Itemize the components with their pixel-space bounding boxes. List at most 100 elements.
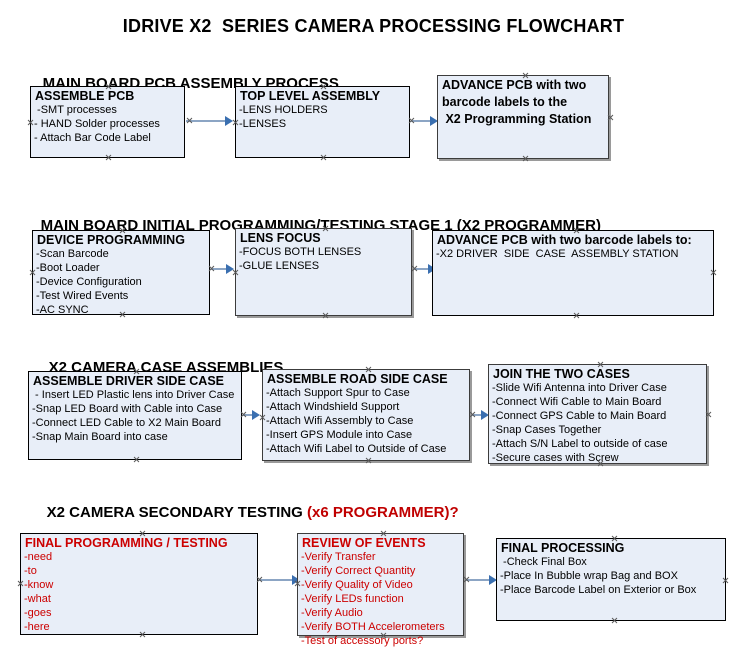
- arrow-icon: [225, 116, 233, 126]
- connector-lens-focus-to-advance-pcb: [414, 268, 432, 270]
- box-lens-focus[interactable]: LENS FOCUS -FOCUS BOTH LENSES -GLUE LENS…: [235, 228, 412, 316]
- box-title: TOP LEVEL ASSEMBLY: [240, 89, 381, 103]
- box-line: -know: [24, 579, 54, 591]
- connection-handle-right[interactable]: [705, 411, 712, 418]
- arrow-icon: [489, 575, 497, 585]
- connection-handle-bottom[interactable]: [320, 154, 327, 161]
- box-line: -SMT processes: [34, 104, 117, 116]
- box-advance-pcb-to-driver-side-case-assembly[interactable]: ADVANCE PCB with two barcode labels to: …: [432, 230, 714, 316]
- connection-handle-bottom[interactable]: [611, 617, 618, 624]
- box-title: FINAL PROCESSING: [501, 541, 625, 555]
- box-title: ASSEMBLE PCB: [35, 89, 135, 103]
- connector-review-of-events-to-final-processing: [466, 579, 494, 581]
- box-final-processing[interactable]: FINAL PROCESSING -Check Final Box -Place…: [496, 538, 726, 621]
- section-title-text: MAIN BOARD INITIAL PROGRAMMING/TESTING S…: [40, 217, 601, 234]
- connector-device-programming-to-lens-focus: [211, 268, 229, 270]
- box-line: -GLUE LENSES: [239, 260, 320, 272]
- box-line: -Snap Cases Together: [492, 424, 602, 436]
- box-line: -Secure cases with Screw: [492, 452, 619, 464]
- box-line: -need: [24, 551, 53, 563]
- box-line: -what: [24, 593, 51, 605]
- box-line: -Snap LED Board with Cable into Case: [32, 403, 223, 415]
- box-line: -Verify Quality of Video: [301, 579, 413, 591]
- box-assemble-pcb[interactable]: ASSEMBLE PCB -SMT processes - HAND Solde…: [30, 86, 185, 158]
- box-advance-pcb-to-x2-programming-station[interactable]: ADVANCE PCB with two barcode labels to t…: [437, 75, 609, 159]
- box-line: -Slide Wifi Antenna into Driver Case: [492, 382, 667, 394]
- box-title-line: X2 Programming Station: [442, 112, 592, 126]
- connection-handle-bottom[interactable]: [522, 155, 529, 162]
- box-title-line: barcode labels to the: [442, 95, 568, 109]
- connection-handle-bottom[interactable]: [105, 154, 112, 161]
- box-line: - HAND Solder processes: [34, 118, 160, 130]
- connection-handle-bottom[interactable]: [322, 312, 329, 319]
- box-line: -Insert GPS Module into Case: [266, 429, 413, 441]
- box-line: -Connect LED Cable to X2 Main Board: [32, 417, 221, 429]
- connector-road-case-to-join-cases: [472, 414, 486, 416]
- box-title: ASSEMBLE DRIVER SIDE CASE: [33, 374, 225, 388]
- box-assemble-driver-side-case[interactable]: ASSEMBLE DRIVER SIDE CASE - Insert LED P…: [28, 371, 242, 460]
- box-title: DEVICE PROGRAMMING: [37, 233, 185, 247]
- box-line: -Place In Bubble wrap Bag and BOX: [500, 570, 678, 582]
- box-join-the-two-cases[interactable]: JOIN THE TWO CASES -Slide Wifi Antenna i…: [488, 364, 707, 464]
- arrow-icon: [481, 410, 489, 420]
- box-line: -Verify BOTH Accelerometers: [301, 621, 445, 633]
- section-title-main-board-initial-programming-testing-stage-1: MAIN BOARD INITIAL PROGRAMMING/TESTING S…: [24, 200, 601, 251]
- section-title-accent: (x6 PROGRAMMER)?: [306, 504, 459, 521]
- box-line: -AC SYNC: [36, 304, 89, 316]
- box-line: -Verify LEDs function: [301, 593, 404, 605]
- box-line: -to: [24, 565, 37, 577]
- box-title: ASSEMBLE ROAD SIDE CASE: [267, 372, 448, 386]
- box-line: -here: [24, 621, 50, 633]
- box-title: REVIEW OF EVENTS: [302, 536, 426, 550]
- box-device-programming[interactable]: DEVICE PROGRAMMING -Scan Barcode -Boot L…: [32, 230, 210, 316]
- box-title: FINAL PROGRAMMING / TESTING: [25, 536, 228, 550]
- box-line: -Boot Loader: [36, 262, 100, 274]
- arrow-icon: [252, 410, 260, 420]
- box-line: - Insert LED Plastic lens into Driver Ca…: [32, 389, 235, 401]
- box-line: -FOCUS BOTH LENSES: [239, 246, 362, 258]
- connector-final-programming-to-review-of-events: [259, 579, 297, 581]
- box-line: - Attach Bar Code Label: [34, 132, 151, 144]
- box-line: -Attach Windshield Support: [266, 401, 400, 413]
- box-line: -Snap Main Board into case: [32, 431, 168, 443]
- box-line: -LENSES: [239, 118, 287, 130]
- connection-handle-bottom[interactable]: [133, 456, 140, 463]
- box-title: LENS FOCUS: [240, 231, 321, 245]
- box-line: -Attach S/N Label to outside of case: [492, 438, 668, 450]
- connector-assemble-pcb-to-top-level: [186, 120, 230, 122]
- box-line: -Attach Wifi Assembly to Case: [266, 415, 414, 427]
- arrow-icon: [226, 264, 234, 274]
- section-title-text: X2 CAMERA SECONDARY TESTING: [46, 504, 307, 521]
- box-line: -Check Final Box: [500, 556, 587, 568]
- box-final-programming-testing[interactable]: FINAL PROGRAMMING / TESTING -need -to -k…: [20, 533, 258, 635]
- box-line: -Verify Correct Quantity: [301, 565, 416, 577]
- arrow-icon: [430, 116, 438, 126]
- box-assemble-road-side-case[interactable]: ASSEMBLE ROAD SIDE CASE -Attach Support …: [262, 369, 470, 461]
- connection-handle-bottom[interactable]: [573, 312, 580, 319]
- connection-handle-right[interactable]: [607, 114, 614, 121]
- box-line: -Device Configuration: [36, 276, 142, 288]
- connector-top-level-to-advance-pcb: [411, 120, 436, 122]
- page-title: IDRIVE X2 SERIES CAMERA PROCESSING FLOWC…: [122, 16, 625, 36]
- box-line: -Test Wired Events: [36, 290, 129, 302]
- box-line: -Attach Support Spur to Case: [266, 387, 410, 399]
- box-title: JOIN THE TWO CASES: [493, 367, 630, 381]
- box-line: -Attach Wifi Label to Outside of Case: [266, 443, 447, 455]
- section-title-x2-camera-secondary-testing: X2 CAMERA SECONDARY TESTING (x6 PROGRAMM…: [30, 487, 459, 538]
- box-top-level-assembly[interactable]: TOP LEVEL ASSEMBLY -LENS HOLDERS -LENSES: [235, 86, 410, 158]
- box-line: -LENS HOLDERS: [239, 104, 328, 116]
- box-line-overflow: -Test of accessory ports?: [301, 635, 424, 647]
- box-line: -Place Barcode Label on Exterior or Box: [500, 584, 697, 596]
- connection-handle-right[interactable]: [710, 269, 717, 276]
- box-line: -Connect Wifi Cable to Main Board: [492, 396, 662, 408]
- box-review-of-events[interactable]: REVIEW OF EVENTS -Verify Transfer -Verif…: [297, 533, 464, 647]
- box-line: -X2 DRIVER SIDE CASE ASSEMBLY STATION: [436, 248, 679, 260]
- box-line: -Connect GPS Cable to Main Board: [492, 410, 667, 422]
- box-line: -Scan Barcode: [36, 248, 109, 260]
- box-line: -goes: [24, 607, 52, 619]
- arrow-icon: [292, 575, 300, 585]
- connection-handle-bottom[interactable]: [365, 457, 372, 464]
- box-line: -Verify Transfer: [301, 551, 376, 563]
- box-line: -Verify Audio: [301, 607, 363, 619]
